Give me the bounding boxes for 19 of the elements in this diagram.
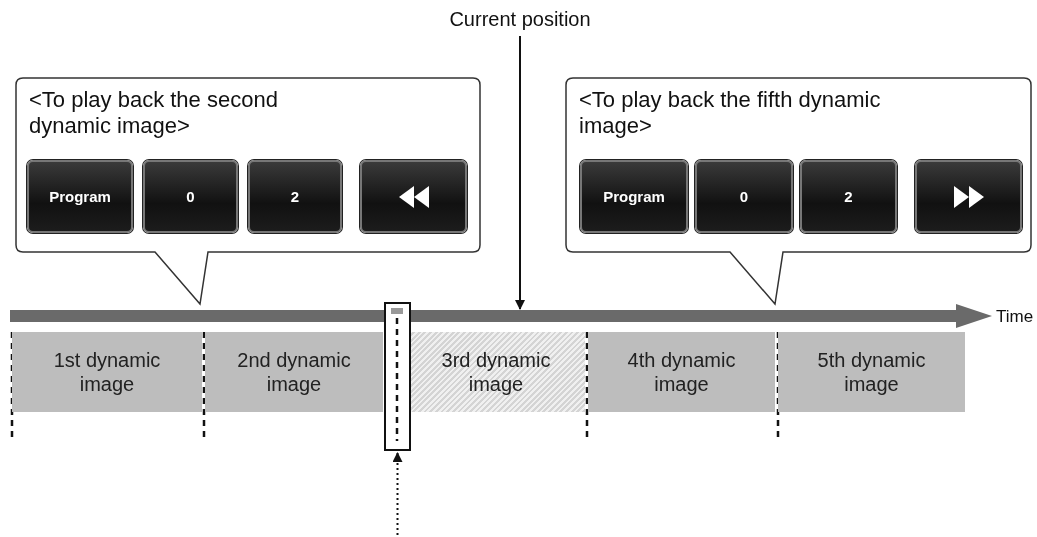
arrow	[392, 452, 403, 536]
arrow	[515, 35, 525, 310]
callout-heading: <To play back the fifth dynamic image>	[579, 87, 882, 140]
segment-block: 5th dynamic image	[778, 332, 965, 412]
segment-block: 2nd dynamic image	[205, 332, 383, 412]
key-button: 2	[248, 160, 342, 233]
key-button: 0	[695, 160, 793, 233]
key-button: 0	[143, 160, 238, 233]
position-marker-box	[384, 302, 411, 451]
timeline-label: Current position	[440, 8, 600, 34]
segment-block: 4th dynamic image	[588, 332, 775, 412]
fast-forward-button	[915, 160, 1022, 233]
axis-label: Time	[996, 307, 1034, 327]
program-button: Program	[580, 160, 688, 233]
program-button: Program	[27, 160, 133, 233]
segment-block: 1st dynamic image	[12, 332, 202, 412]
rewind-button	[360, 160, 467, 233]
key-button: 2	[800, 160, 897, 233]
callout-heading: <To play back the second dynamic image>	[29, 87, 279, 140]
